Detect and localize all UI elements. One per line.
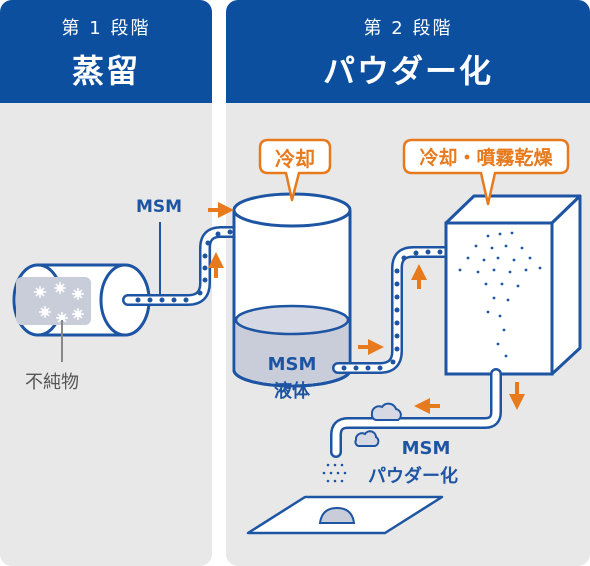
impurities-label: 不純物: [25, 372, 79, 393]
distillation-cylinder: [12, 263, 151, 337]
msm-label: MSM: [136, 197, 183, 217]
pipe-tank-to-dryer: [332, 246, 452, 374]
liquid-label-line1: MSM: [267, 354, 317, 375]
powder-cloud-icons: [354, 402, 402, 448]
powder-label-line2: パウダー化: [368, 466, 458, 487]
callout-cooling-bubble: [258, 138, 332, 202]
flow-arrows: [208, 202, 525, 414]
impurity-star-icons: [34, 282, 84, 324]
stage2-header: 第 2 段階 パウダー化: [226, 0, 590, 103]
collection-tray: [246, 495, 444, 535]
stage1-header: 第 1 段階 蒸留: [0, 0, 212, 103]
stage1-label: 第 1 段階: [61, 18, 151, 39]
stage1-title: 蒸留: [71, 52, 140, 90]
outlet-pipe: [330, 368, 502, 458]
liquid-label-line2: 液体: [274, 381, 310, 402]
powder-falling-dots: [322, 463, 347, 483]
powder-label-line1: MSM: [401, 438, 451, 459]
callout-cooling-spray-text: 冷却・噴霧乾燥: [419, 147, 553, 169]
pipe-distiller-to-tank: [122, 226, 242, 306]
liquid-tank: [232, 192, 352, 388]
spray-dryer-box: [444, 194, 582, 376]
spray-particles: [458, 231, 542, 358]
callout-cooling-text: 冷却: [275, 147, 315, 171]
stage2-label: 第 2 段階: [363, 18, 453, 39]
callout-cooling-spray-bubble: [402, 138, 570, 206]
stage2-title: パウダー化: [322, 52, 493, 90]
